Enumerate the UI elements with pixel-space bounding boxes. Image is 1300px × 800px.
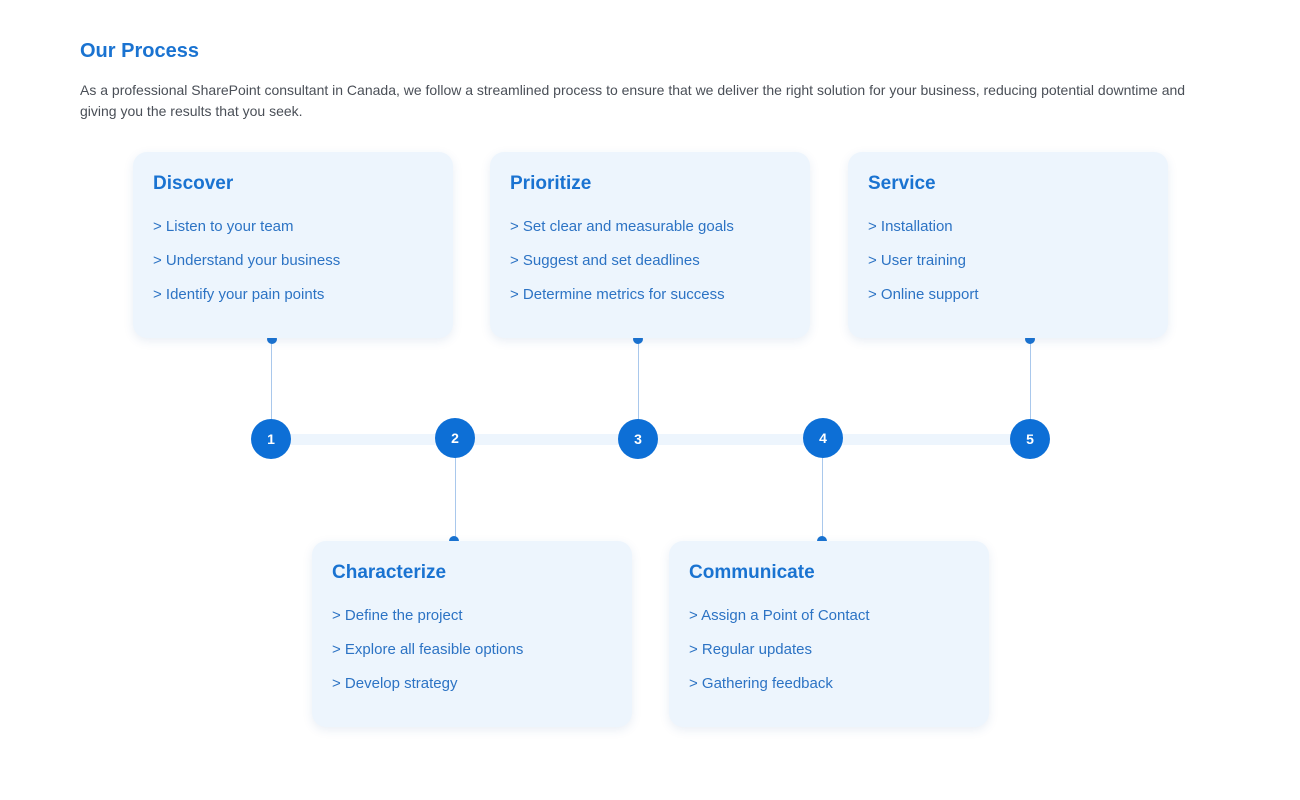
step-circle-3: 3	[618, 419, 658, 459]
card-title: Communicate	[689, 562, 815, 583]
card-list: > Listen to your team > Understand your …	[153, 210, 433, 312]
process-card-service: Service > Installation > User training >…	[848, 152, 1168, 338]
connector-step-2	[455, 440, 456, 540]
card-title: Prioritize	[510, 173, 592, 194]
card-list-item: > Online support	[868, 286, 979, 303]
card-list-item: > Define the project	[332, 607, 463, 624]
section-title: Our Process	[80, 40, 199, 62]
step-circle-5: 5	[1010, 419, 1050, 459]
connector-dot-step-1	[267, 334, 277, 344]
card-list-item: > User training	[868, 252, 966, 269]
card-list-item: > Understand your business	[153, 252, 341, 269]
connector-step-1	[271, 339, 272, 439]
card-list: > Assign a Point of Contact > Regular up…	[689, 599, 969, 701]
card-list-item: > Suggest and set deadlines	[510, 252, 700, 269]
card-list: > Define the project > Explore all feasi…	[332, 599, 612, 701]
card-list-item: > Explore all feasible options	[332, 641, 524, 658]
card-list-item: > Listen to your team	[153, 218, 294, 235]
connector-step-3	[638, 339, 639, 439]
card-list-item: > Installation	[868, 218, 953, 235]
step-circle-2: 2	[435, 418, 475, 458]
card-list-item: > Regular updates	[689, 641, 813, 658]
card-title: Service	[868, 173, 936, 194]
card-list-item: > Set clear and measurable goals	[510, 218, 734, 235]
card-title: Discover	[153, 173, 234, 194]
step-circle-1: 1	[251, 419, 291, 459]
step-circle-4: 4	[803, 418, 843, 458]
card-list: > Set clear and measurable goals > Sugge…	[510, 210, 790, 312]
process-card-prioritize: Prioritize > Set clear and measurable go…	[490, 152, 810, 338]
card-list-item: > Identify your pain points	[153, 286, 325, 303]
process-card-discover: Discover > Listen to your team > Underst…	[133, 152, 453, 338]
card-list-item: > Gathering feedback	[689, 675, 833, 692]
process-card-communicate: Communicate > Assign a Point of Contact …	[669, 541, 989, 727]
connector-dot-step-5	[1025, 334, 1035, 344]
process-card-characterize: Characterize > Define the project > Expl…	[312, 541, 632, 727]
section-intro: As a professional SharePoint consultant …	[80, 82, 1186, 119]
connector-step-4	[822, 440, 823, 540]
card-list-item: > Develop strategy	[332, 675, 458, 692]
card-title: Characterize	[332, 562, 447, 583]
connector-dot-step-3	[633, 334, 643, 344]
connector-step-5	[1030, 339, 1031, 439]
card-list-item: > Assign a Point of Contact	[689, 607, 870, 624]
card-list: > Installation > User training > Online …	[868, 210, 1148, 312]
card-list-item: > Determine metrics for success	[510, 286, 725, 303]
